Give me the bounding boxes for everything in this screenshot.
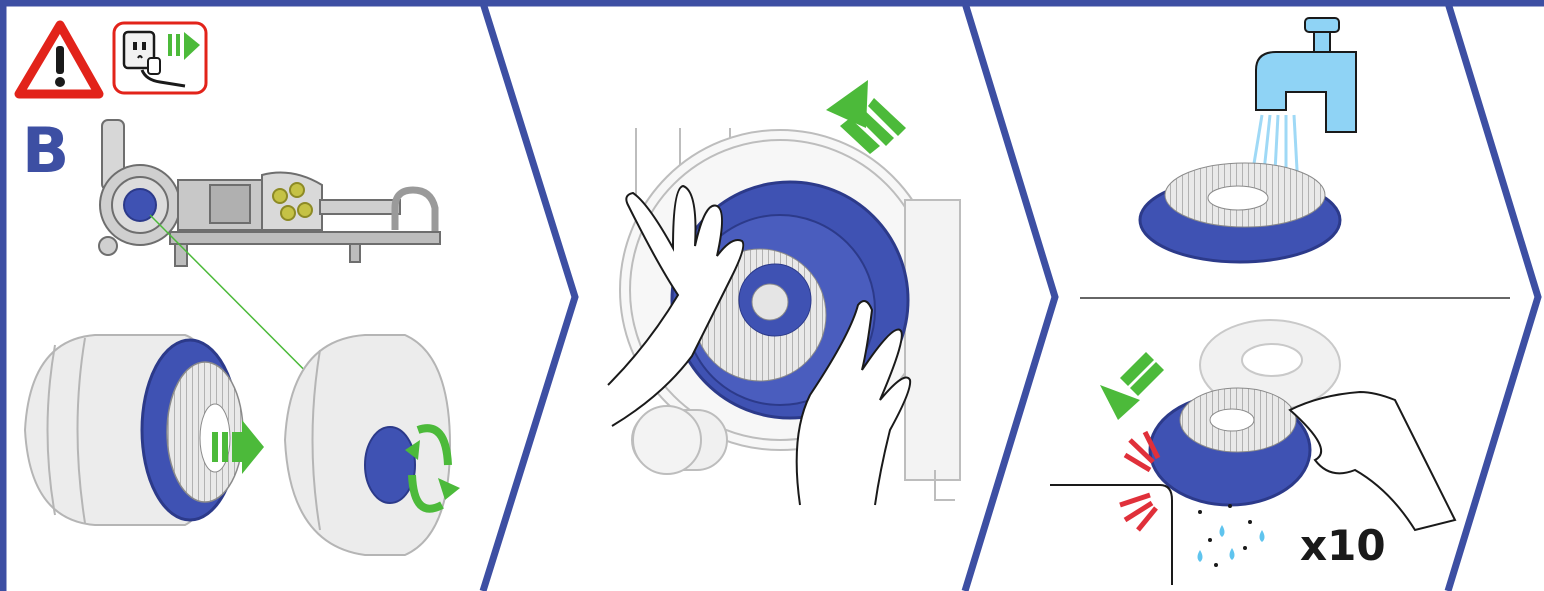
tap-direction-arrow-icon [1100, 352, 1164, 420]
table-edge [1050, 485, 1172, 585]
water-drops-icon [1198, 504, 1265, 567]
warning-triangle-icon [19, 25, 99, 94]
motor-housing-right [285, 335, 450, 555]
hand-tap [1290, 392, 1455, 530]
step-label: B [22, 114, 69, 187]
motor-cap [365, 427, 415, 503]
unplug-icon [114, 23, 206, 93]
repeat-count: x10 [1300, 521, 1386, 570]
vacuum-side-view [99, 120, 440, 266]
filter-tap [1150, 388, 1310, 505]
tap-icon [1256, 18, 1356, 132]
post-motor-filter [142, 340, 243, 520]
filter-rinse [1140, 163, 1340, 262]
impact-icon [1120, 432, 1158, 530]
